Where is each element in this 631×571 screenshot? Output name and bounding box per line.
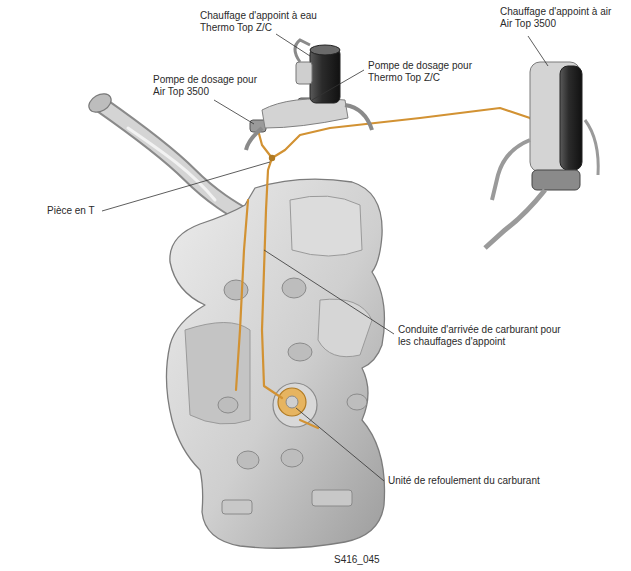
fuel-return-line <box>236 200 248 390</box>
part-label: Pompe de dosage pour Air Top 3500 <box>153 74 269 98</box>
air-heater <box>560 66 582 170</box>
water-heater-part <box>296 62 312 84</box>
tank-boss <box>224 280 248 300</box>
tank-boss <box>347 394 367 410</box>
fuel-lines <box>236 108 545 428</box>
water-heater-top <box>310 45 340 55</box>
filler-neck <box>100 104 255 222</box>
water-heater <box>310 48 340 103</box>
filler-cap <box>86 90 115 116</box>
exhaust-pipe <box>246 128 262 150</box>
part-label: Pompe de dosage pour Thermo Top Z/C <box>368 60 484 84</box>
filler-neck-outline <box>100 104 255 222</box>
filler-neck-highlight <box>128 128 215 200</box>
tank-boss <box>218 397 238 413</box>
part-label: Chauffage d'appoint à eau Thermo Top Z/C <box>200 10 332 34</box>
part-label: Chauffage d'appoint à air Air Top 3500 <box>500 6 625 30</box>
leader-line <box>296 408 384 481</box>
figure-code: S416_045 <box>334 554 404 566</box>
leader-line <box>528 36 548 66</box>
tank-panel <box>318 299 372 357</box>
tank-boss <box>237 451 259 469</box>
delivery-unit <box>278 388 306 416</box>
air-heater-base <box>532 170 580 190</box>
tank-boss <box>288 343 312 361</box>
fuel-supply-line <box>262 158 282 398</box>
fuel-tank <box>166 179 384 548</box>
leader-lines <box>102 34 548 481</box>
air-heater-hose <box>585 120 598 175</box>
delivery-unit-port <box>286 396 298 408</box>
part-label: Conduite d'arrivée de carburant pour les… <box>398 324 576 348</box>
tank-boss <box>282 278 306 298</box>
tank-panel <box>290 196 362 256</box>
part-label: Pièce en T <box>47 205 107 217</box>
fuel-line-air <box>258 130 272 158</box>
leader-line <box>264 250 394 334</box>
leader-line <box>276 34 310 56</box>
t-piece <box>269 155 275 161</box>
leader-line <box>312 70 364 100</box>
tank-bracket <box>222 500 252 514</box>
tank-boss <box>281 449 303 467</box>
air-intake-pipe <box>492 140 530 200</box>
tank-bracket <box>312 490 352 506</box>
leader-line <box>102 162 270 211</box>
leader-line <box>214 100 254 124</box>
coolant-hose <box>345 105 372 130</box>
air-exhaust-pipe <box>485 190 545 248</box>
part-label: Unité de refoulement du carburant <box>388 475 588 487</box>
